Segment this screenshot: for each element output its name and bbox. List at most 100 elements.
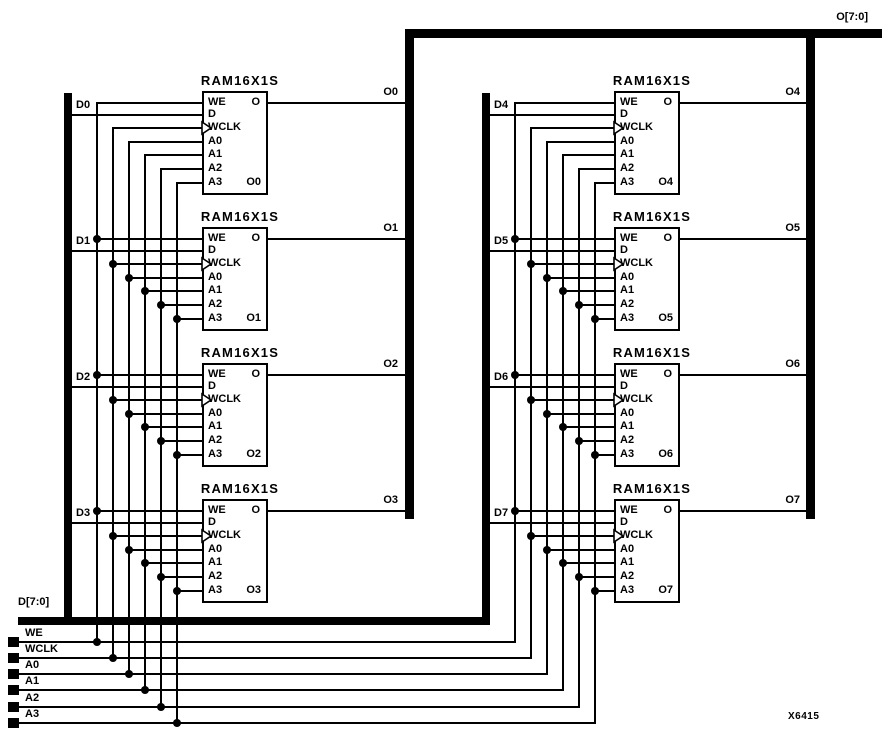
wire-h	[579, 168, 616, 170]
pin-label-a1: A1	[208, 420, 223, 432]
o-net-label: O3	[383, 494, 398, 506]
input-label-a3: A3	[25, 708, 40, 720]
pin-label-wclk: WCLK	[208, 393, 241, 405]
junction-dot	[125, 274, 133, 282]
pin-label-a0: A0	[620, 407, 635, 419]
wire-h	[595, 182, 616, 184]
wire-h	[177, 318, 204, 320]
wire-v	[112, 127, 114, 659]
o-net-label: O7	[785, 494, 800, 506]
pin-label-a2: A2	[620, 162, 635, 174]
junction-dot	[543, 410, 551, 418]
wire-v	[530, 127, 532, 659]
pin-label-a2: A2	[208, 434, 223, 446]
junction-dot	[511, 507, 519, 515]
clock-edge-icon	[201, 256, 213, 272]
pin-label-we: WE	[620, 96, 638, 108]
pin-label-a3: A3	[620, 584, 635, 596]
junction-dot	[511, 235, 519, 243]
pin-label-d: D	[208, 516, 216, 528]
wire-h	[678, 510, 807, 512]
wire-h	[72, 386, 204, 388]
wire-h	[515, 238, 616, 240]
pin-label-wclk: WCLK	[620, 121, 653, 133]
wire-h	[19, 706, 580, 708]
wire-h	[19, 673, 548, 675]
pin-label-a0: A0	[208, 135, 223, 147]
junction-dot	[173, 587, 181, 595]
clock-edge-icon	[201, 528, 213, 544]
junction-dot	[559, 559, 567, 567]
wire-h	[490, 522, 616, 524]
wire-h	[113, 263, 204, 265]
wire-h	[161, 576, 204, 578]
input-label-a0: A0	[25, 659, 40, 671]
wire-h	[113, 535, 204, 537]
pin-label-a1: A1	[620, 556, 635, 568]
wire-h	[579, 576, 616, 578]
clock-edge-icon	[201, 120, 213, 136]
pin-label-a0: A0	[620, 271, 635, 283]
junction-dot	[575, 573, 583, 581]
pin-label-o: O	[251, 368, 260, 380]
ram16x1s-block-5: WE D WCLK A0 A1 A2 A3 O O5	[613, 227, 680, 331]
pin-label-a2: A2	[620, 434, 635, 446]
pin-label-a0: A0	[208, 407, 223, 419]
wire-h	[19, 722, 596, 724]
junction-dot	[173, 719, 181, 727]
pin-label-wclk: WCLK	[620, 257, 653, 269]
wire-h	[129, 549, 204, 551]
wire-h	[97, 374, 204, 376]
wire-v	[144, 154, 146, 691]
wire-h	[145, 562, 204, 564]
block-title: RAM16X1S	[200, 481, 280, 496]
junction-dot	[543, 274, 551, 282]
wire-h	[161, 168, 204, 170]
d-net-label: D1	[76, 235, 91, 247]
input-label-we: WE	[25, 627, 43, 639]
pin-label-o: O	[663, 232, 672, 244]
wire-h	[19, 689, 564, 691]
junction-dot	[125, 410, 133, 418]
pin-label-a1: A1	[208, 284, 223, 296]
wire-h	[129, 413, 204, 415]
clock-edge-icon	[613, 528, 625, 544]
input-label-wclk: WCLK	[25, 643, 58, 655]
ram16x1s-block-3: WE D WCLK A0 A1 A2 A3 O O3	[201, 499, 268, 603]
wire-h	[266, 238, 406, 240]
wire-h	[595, 454, 616, 456]
wire-h	[531, 127, 616, 129]
pin-label-o: O	[251, 232, 260, 244]
junction-dot	[93, 507, 101, 515]
pin-label-d: D	[208, 380, 216, 392]
junction-dot	[125, 670, 133, 678]
block-title: RAM16X1S	[612, 345, 692, 360]
wire-h	[563, 426, 616, 428]
pin-label-d: D	[620, 108, 628, 120]
clock-edge-icon	[201, 392, 213, 408]
junction-dot	[511, 371, 519, 379]
wire-h	[531, 263, 616, 265]
wire-h	[490, 250, 616, 252]
wire-h	[177, 454, 204, 456]
junction-dot	[527, 396, 535, 404]
junction-dot	[591, 315, 599, 323]
pin-label-a0: A0	[208, 543, 223, 555]
clock-edge-icon	[613, 256, 625, 272]
pin-label-a3: A3	[208, 448, 223, 460]
pin-label-we: WE	[208, 232, 226, 244]
ram16x1s-block-2: WE D WCLK A0 A1 A2 A3 O O2	[201, 363, 268, 467]
wire-h	[72, 114, 204, 116]
pin-label-o: O	[251, 96, 260, 108]
junction-dot	[527, 260, 535, 268]
pin-label-a1: A1	[620, 284, 635, 296]
block-output-net-label: O6	[658, 448, 673, 460]
wire-h	[113, 399, 204, 401]
wire-h	[161, 440, 204, 442]
pin-label-a3: A3	[208, 176, 223, 188]
pin-label-a0: A0	[620, 543, 635, 555]
ram16x1s-block-4: WE D WCLK A0 A1 A2 A3 O O4	[613, 91, 680, 195]
wire-h	[161, 304, 204, 306]
wire-h	[177, 590, 204, 592]
